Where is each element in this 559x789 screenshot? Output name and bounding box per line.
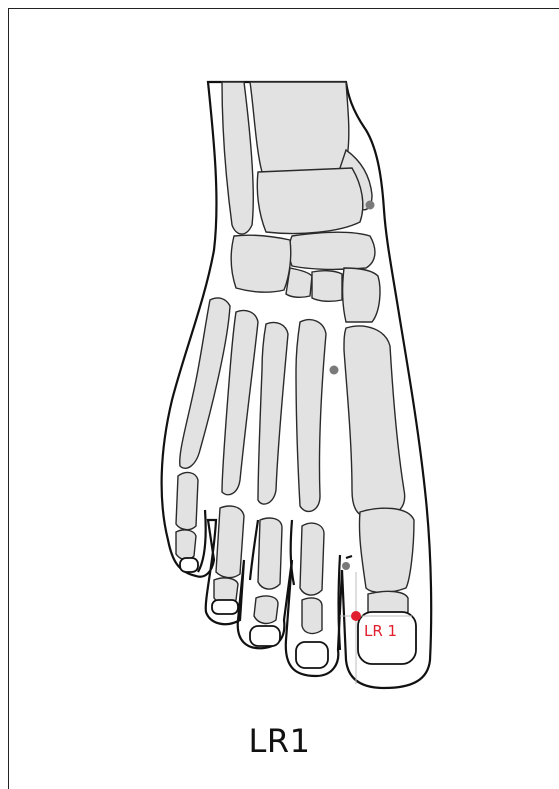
toenail-5 [180, 558, 198, 572]
toe2-proximal-phalanx [300, 523, 324, 595]
toe3-proximal-phalanx [258, 518, 282, 589]
figure-caption: LR1 [0, 722, 559, 760]
talus [257, 168, 363, 234]
landmark-dot [366, 201, 375, 210]
landmark-dot [342, 562, 350, 570]
toenail-4 [212, 600, 238, 614]
toenail-3 [250, 626, 280, 646]
acupoint-lr1-label: LR 1 [364, 622, 397, 640]
toe2-middle-phalanx [302, 598, 322, 633]
tibia [250, 82, 349, 173]
navicular [289, 232, 375, 269]
toe5-proximal-phalanx [176, 473, 198, 530]
cuneiform-medial [343, 268, 380, 322]
toenail-2 [296, 642, 328, 668]
toe5-distal-phalanx [176, 530, 196, 560]
cuneiform-middle [312, 271, 342, 302]
toe3-distal-phalanx [254, 596, 278, 623]
landmark-dot [330, 366, 339, 375]
toe4-proximal-phalanx [216, 506, 244, 578]
calcaneus-cuboid [231, 235, 291, 292]
hallux-proximal-phalanx [359, 508, 414, 592]
acupoint-lr1-marker [351, 611, 361, 621]
